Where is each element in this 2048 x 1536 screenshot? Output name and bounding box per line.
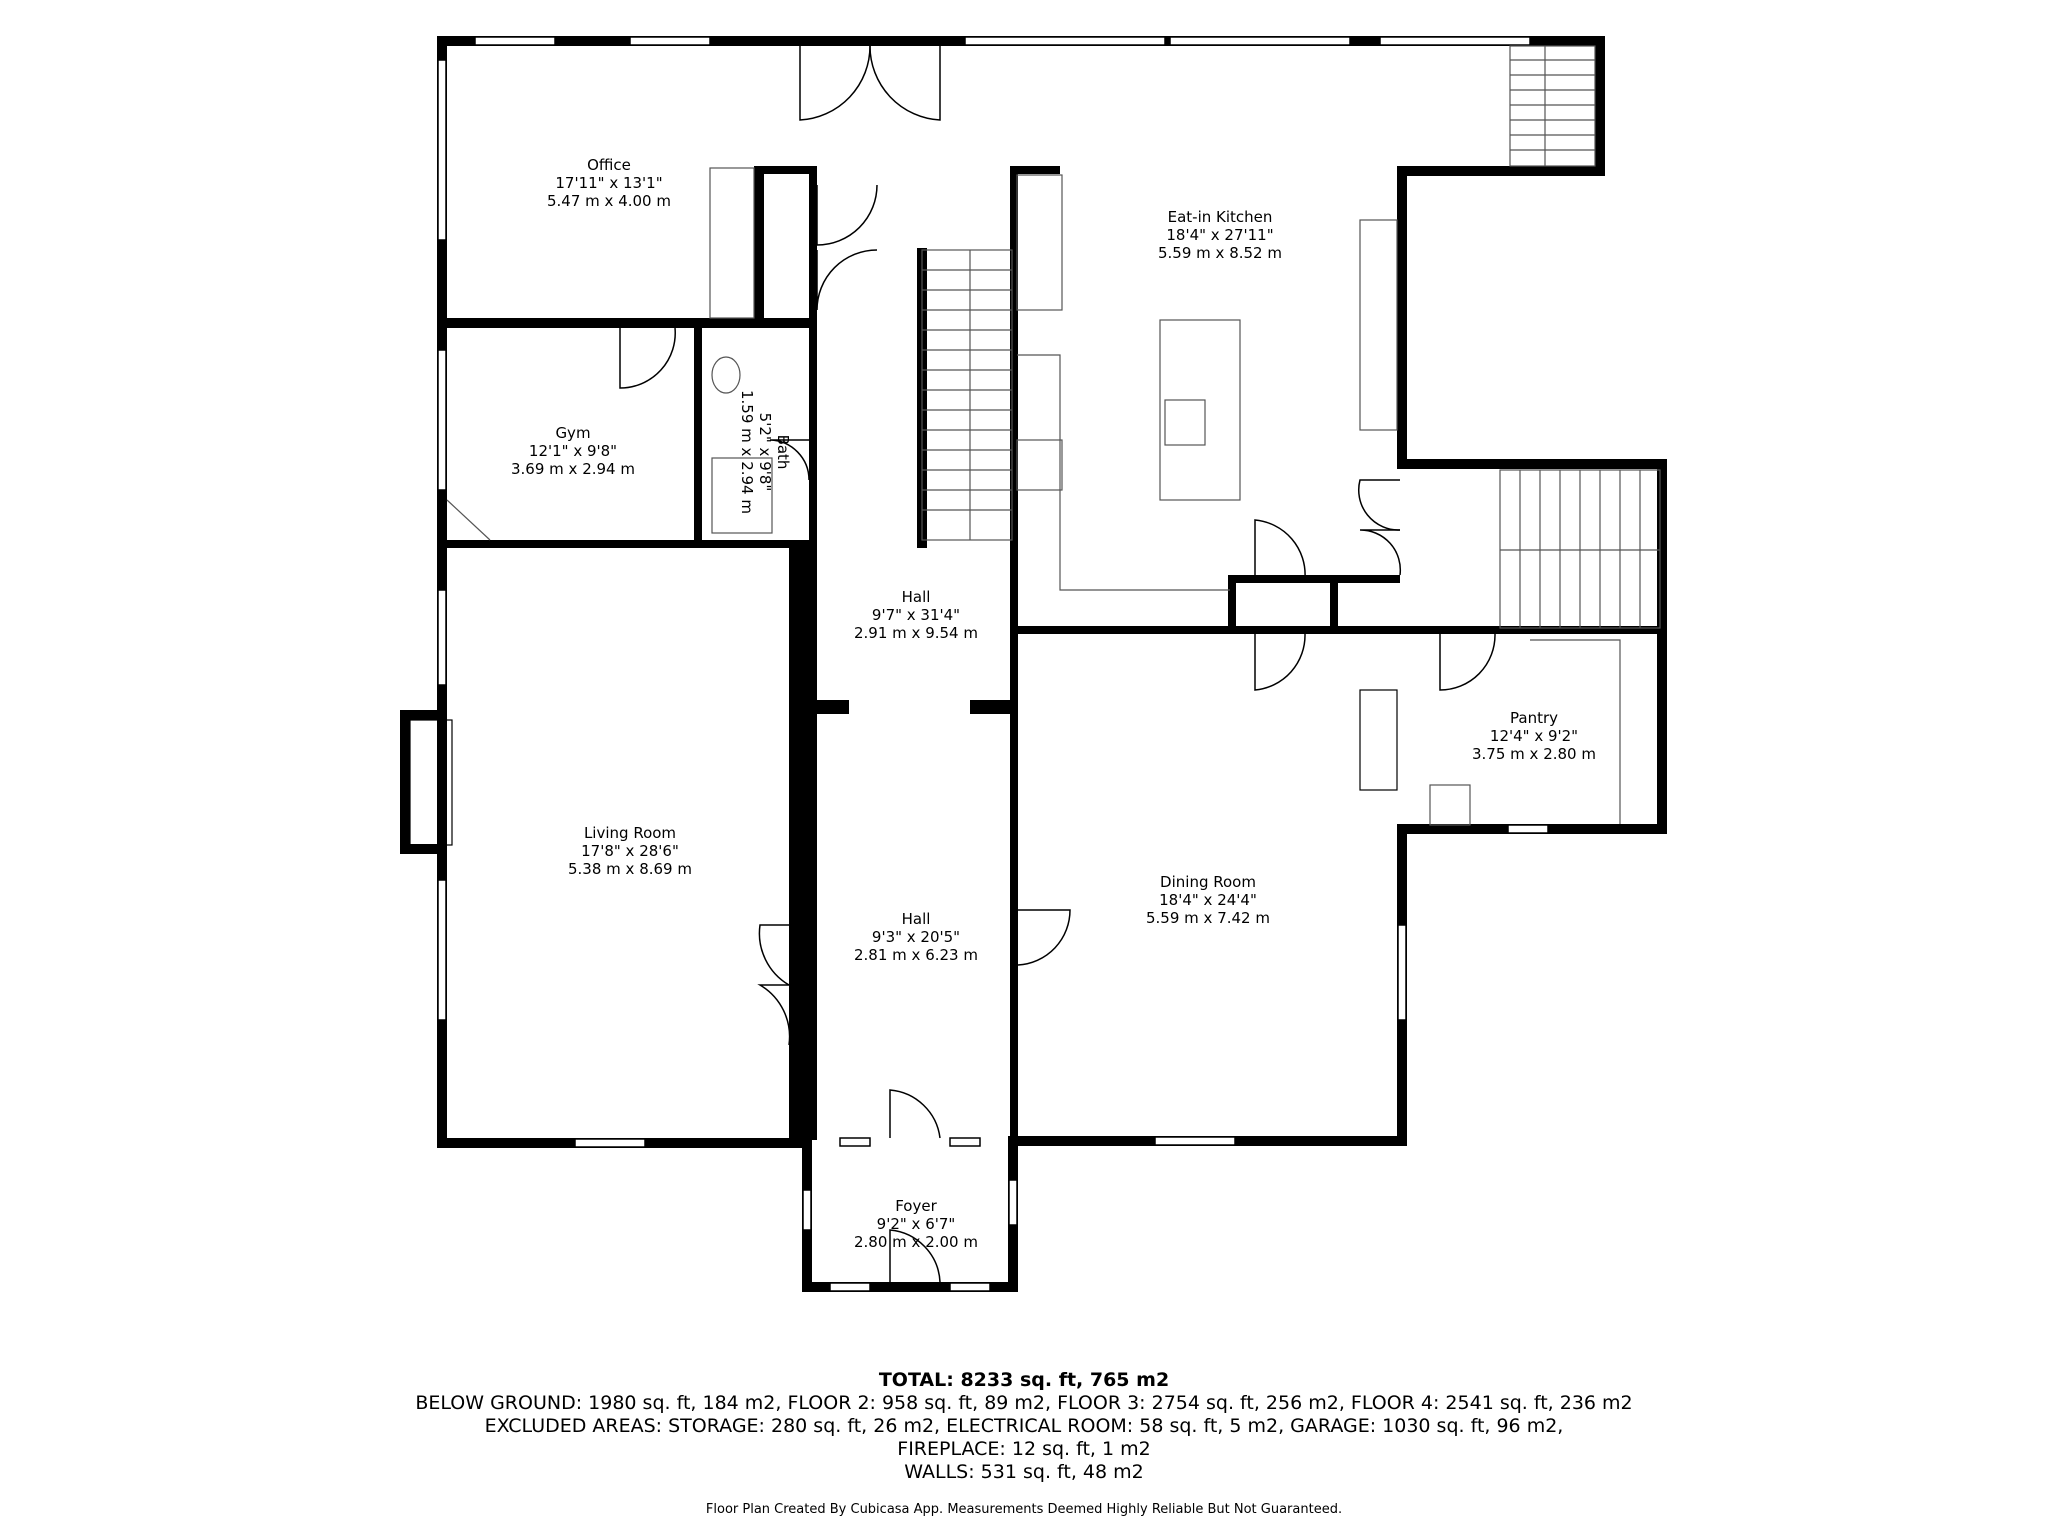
range-cooktop: [1016, 439, 1063, 491]
room-dimensions-imperial: 12'1" x 9'8": [529, 442, 617, 460]
fixtures: [409, 167, 1621, 846]
toilet: [711, 356, 741, 394]
kitchen-counter-right: [1359, 219, 1398, 431]
room-name: Office: [587, 156, 631, 174]
gym-corner: [446, 499, 491, 541]
stairs: [921, 45, 1661, 629]
room-dimensions-imperial: 5'2" x 9'8": [756, 413, 774, 492]
windows: [437, 36, 1549, 1292]
room-dimensions-imperial: 18'4" x 24'4": [1159, 891, 1257, 909]
living-fireplace: [409, 719, 453, 846]
room-name: Hall: [902, 910, 931, 928]
area-summary: TOTAL: 8233 sq. ft, 765 m2 BELOW GROUND:…: [0, 1369, 2048, 1484]
room-dimensions-imperial: 17'8" x 28'6": [581, 842, 679, 860]
room-dimensions-metric: 2.80 m x 2.00 m: [854, 1233, 978, 1251]
kitchen-counter-run: [1017, 354, 1230, 591]
room-name: Living Room: [584, 824, 676, 842]
room-dimensions-metric: 3.75 m x 2.80 m: [1472, 745, 1596, 763]
room-name: Hall: [902, 588, 931, 606]
sink: [1164, 399, 1206, 446]
room-name: Foyer: [895, 1197, 937, 1215]
credit-note: Floor Plan Created By Cubicasa App. Meas…: [705, 1502, 1343, 1517]
total-area: TOTAL: 8233 sq. ft, 765 m2: [878, 1369, 1170, 1391]
fireplace-area: FIREPLACE: 12 sq. ft, 1 m2: [897, 1438, 1151, 1460]
kitchen-counter-top: [1016, 174, 1063, 311]
room-dimensions-metric: 2.91 m x 9.54 m: [854, 624, 978, 642]
room-dimensions-metric: 3.69 m x 2.94 m: [511, 460, 635, 478]
room-dimensions-metric: 5.47 m x 4.00 m: [547, 192, 671, 210]
room-dimensions-metric: 2.81 m x 6.23 m: [854, 946, 978, 964]
room-dimensions-imperial: 9'2" x 6'7": [877, 1215, 956, 1233]
room-dimensions-metric: 5.38 m x 8.69 m: [568, 860, 692, 878]
room-name: Eat-in Kitchen: [1168, 208, 1273, 226]
pantry-appliance: [1429, 784, 1471, 826]
floor-areas: BELOW GROUND: 1980 sq. ft, 184 m2, FLOOR…: [415, 1392, 1633, 1414]
kitchen-island: [1159, 319, 1241, 501]
room-name: Pantry: [1510, 709, 1558, 727]
room-name: Bath: [774, 435, 792, 470]
room-name: Gym: [555, 424, 590, 442]
doors: [619, 45, 1496, 1283]
excluded-areas: EXCLUDED AREAS: STORAGE: 280 sq. ft, 26 …: [484, 1415, 1564, 1437]
room-name: Dining Room: [1160, 873, 1256, 891]
walls: [400, 36, 1667, 1292]
room-dimensions-imperial: 12'4" x 9'2": [1490, 727, 1578, 745]
room-dimensions-imperial: 17'11" x 13'1": [555, 174, 662, 192]
walls-area: WALLS: 531 sq. ft, 48 m2: [904, 1461, 1144, 1483]
room-dimensions-metric: 5.59 m x 7.42 m: [1146, 909, 1270, 927]
room-dimensions-imperial: 9'3" x 20'5": [872, 928, 960, 946]
room-dimensions-metric: 1.59 m x 2.94 m: [738, 390, 756, 514]
dining-fireplace: [1359, 689, 1398, 791]
office-closet: [709, 167, 755, 319]
room-dimensions-imperial: 9'7" x 31'4": [872, 606, 960, 624]
room-dimensions-imperial: 18'4" x 27'11": [1166, 226, 1273, 244]
pantry-shelf: [1530, 639, 1621, 824]
bath-vanity: [711, 457, 773, 534]
room-dimensions-metric: 5.59 m x 8.52 m: [1158, 244, 1282, 262]
